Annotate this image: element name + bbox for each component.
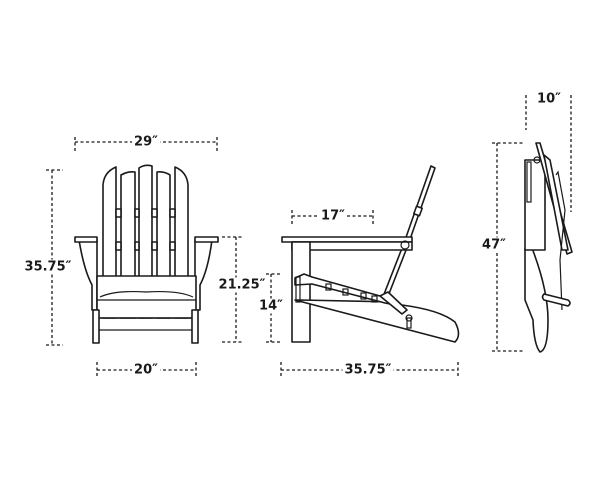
front-view-chair <box>74 164 219 344</box>
seat-height-label: 14″ <box>257 298 285 314</box>
folded-view-chair <box>524 142 573 353</box>
folded-dimension-lines <box>492 95 572 352</box>
overall-depth-label: 35.75″ <box>342 362 394 378</box>
side-view-chair <box>281 165 460 343</box>
side-dimension-lines <box>266 210 459 377</box>
folded-height-label: 47″ <box>480 237 508 253</box>
front-width-label: 29″ <box>132 134 160 150</box>
seat-width-label: 20″ <box>132 362 160 378</box>
front-height-label: 35.75″ <box>22 259 74 275</box>
arm-length-label: 17″ <box>319 208 347 224</box>
arm-height-label: 21.25″ <box>216 277 268 293</box>
folded-depth-label: 10″ <box>535 91 563 107</box>
